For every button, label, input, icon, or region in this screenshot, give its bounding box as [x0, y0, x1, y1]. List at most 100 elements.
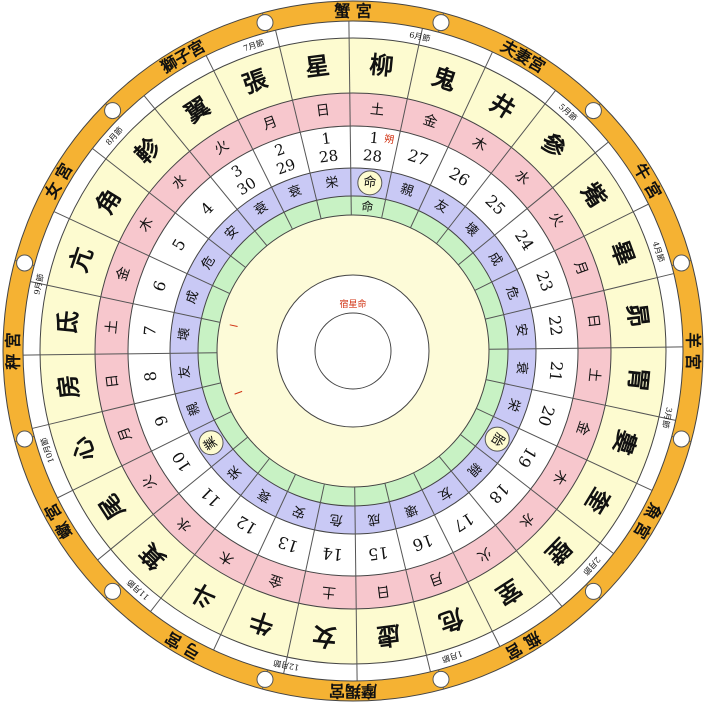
palace-marker: [672, 254, 690, 272]
palace-marker: [432, 14, 450, 32]
palace-marker: [432, 670, 450, 688]
relation-label: 壊: [177, 327, 193, 341]
month-tick: [57, 489, 73, 499]
mansion-divider: [105, 158, 246, 268]
month-tick: [544, 90, 556, 105]
mansion-divider: [410, 67, 486, 228]
relation-label: 安: [291, 502, 308, 520]
marker-tick: [234, 390, 243, 395]
mansion-label: 虚: [375, 620, 402, 652]
weekday-label: 金: [114, 265, 134, 283]
palace-marker: [16, 254, 34, 272]
palace-marker: [256, 670, 274, 688]
mansion-divider: [40, 352, 218, 356]
month-tick: [418, 28, 423, 46]
day-label: 29: [274, 155, 298, 178]
palace-marker: [584, 102, 602, 120]
mansion-divider: [485, 277, 658, 320]
mansion-divider: [384, 483, 427, 656]
mansion-divider: [279, 46, 322, 219]
palace-label: 秤 宮: [4, 332, 23, 370]
mansion-divider: [438, 455, 552, 594]
weekday-label: 金: [573, 419, 593, 437]
weekday-label: 日: [104, 373, 122, 389]
center-label: 宿星命: [339, 298, 366, 310]
palace-label: 蟹 宮: [333, 2, 372, 21]
mansion-divider: [457, 152, 596, 266]
relation-label: 衰: [513, 361, 530, 376]
palace-marker: [104, 582, 122, 600]
month-tick: [657, 273, 674, 279]
day-label: 15: [367, 543, 390, 564]
weekday-label: 土: [369, 102, 385, 119]
mansion-divider: [413, 472, 493, 632]
weekday-label: 金: [421, 112, 439, 132]
day-label: 14: [322, 544, 344, 565]
marker-tick: [229, 324, 238, 327]
mansion-divider: [488, 346, 666, 350]
day-label: 8: [141, 370, 161, 382]
mansion-divider: [48, 382, 221, 425]
month-tick: [143, 95, 156, 110]
relation-label: 成: [184, 289, 202, 306]
wheel-center: 宿星命: [229, 298, 367, 395]
relation-label: 栄: [325, 175, 340, 192]
month-label: 3月節: [660, 406, 674, 429]
relation-label: 危: [329, 511, 343, 527]
month-tick: [283, 656, 288, 674]
month-label: 9月節: [31, 273, 45, 296]
relation-label: 親: [398, 182, 415, 200]
weekday-label: 土: [104, 319, 121, 335]
month-tick: [594, 141, 609, 154]
mansion-divider: [72, 411, 232, 491]
weekday-label: 月: [570, 259, 590, 278]
month-label: 6月節: [408, 29, 431, 43]
mansion-divider: [485, 379, 660, 418]
month-tick: [213, 634, 222, 651]
relation-label: 危: [503, 285, 522, 302]
day-label: 22: [545, 314, 566, 337]
month-tick: [150, 597, 162, 612]
mansion-divider: [69, 218, 230, 294]
relation-label: 衰: [286, 182, 304, 201]
palace-marker: [256, 14, 274, 32]
month-tick: [32, 423, 49, 429]
mansion-divider: [348, 38, 352, 216]
relation-label: 親: [185, 400, 204, 417]
month-tick: [484, 51, 493, 68]
month-tick: [275, 30, 281, 47]
relation-label: 命: [363, 174, 378, 191]
mansion-divider: [154, 108, 268, 247]
palace-marker: [584, 582, 602, 600]
mansion-divider: [213, 70, 293, 230]
weekday-label: 金: [267, 571, 285, 591]
relation-label: 成: [367, 510, 382, 527]
weekday-label: 月: [116, 424, 136, 443]
relation-label: 栄: [504, 396, 522, 413]
relation-label: 友: [176, 365, 193, 380]
month-tick: [92, 148, 107, 160]
mansion-label: 氐: [52, 309, 83, 336]
relation-highlight: [484, 426, 510, 452]
mansion-label: 房: [52, 373, 84, 400]
day-label: 28: [362, 146, 383, 166]
month-tick: [633, 203, 649, 213]
month-tick: [491, 631, 501, 647]
weekday-label: 日: [375, 582, 391, 600]
day-label: 28: [318, 146, 339, 166]
palace-marker: [672, 430, 690, 448]
mansion-divider: [160, 458, 270, 599]
mansion-divider: [46, 284, 221, 323]
relation-label: 安: [512, 323, 529, 338]
mansion-divider: [474, 211, 634, 291]
month-tick: [599, 542, 614, 554]
weekday-label: 土: [321, 583, 337, 600]
palace-marker: [104, 102, 122, 120]
palace-label: 摩羯宮: [329, 682, 377, 701]
weekday-label: 日: [584, 313, 602, 329]
mansion-divider: [436, 103, 546, 244]
mansion-divider: [460, 434, 601, 544]
day-label: 1: [369, 129, 380, 148]
wheel-segments: [14, 12, 692, 690]
